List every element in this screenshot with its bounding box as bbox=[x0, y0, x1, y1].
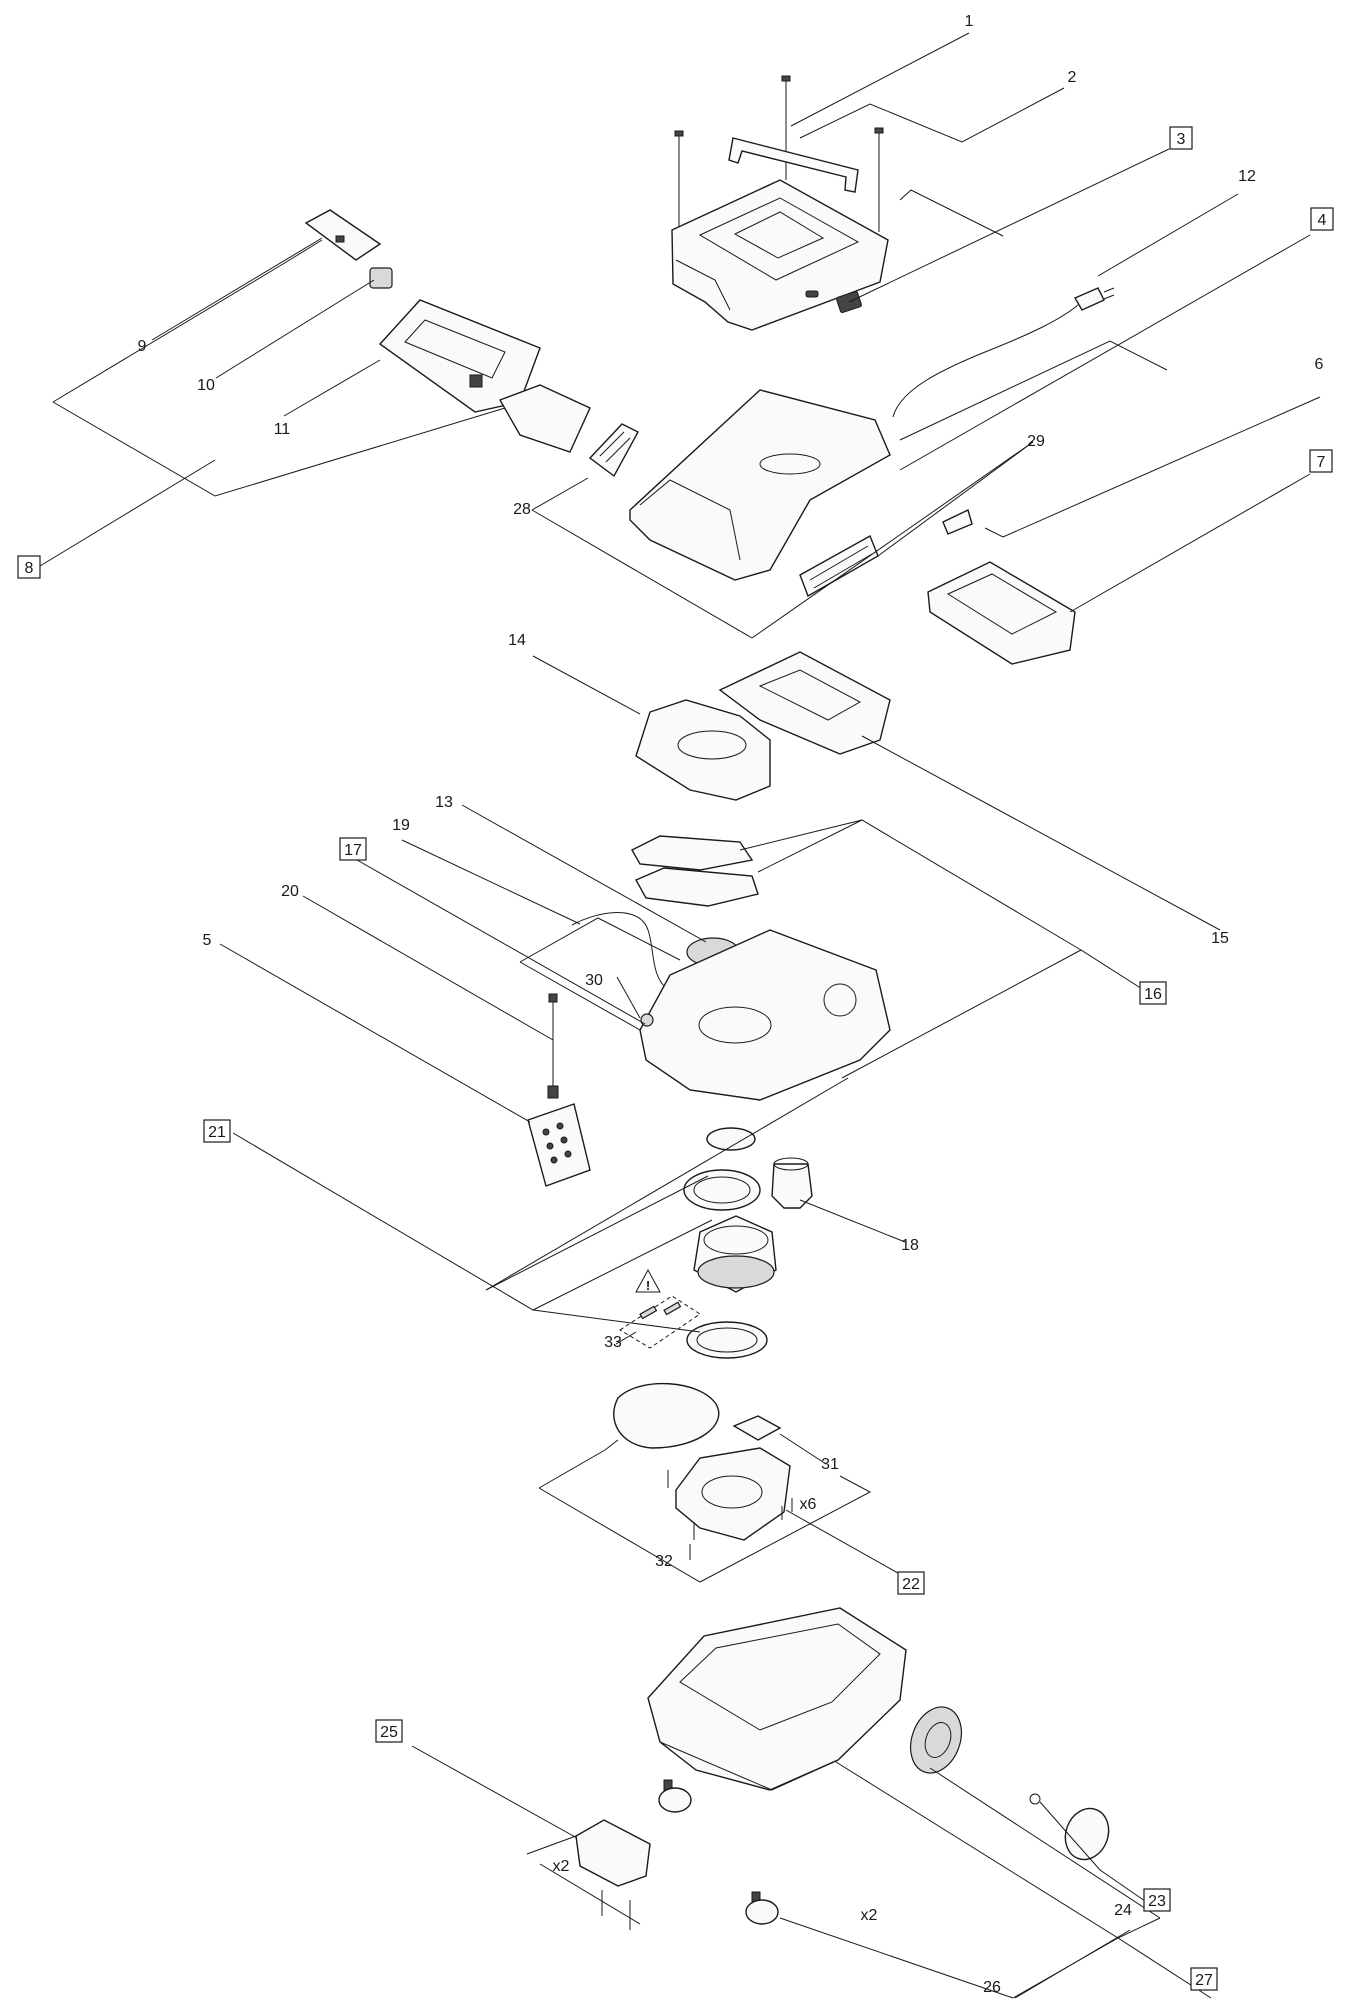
callout-8: 8 bbox=[17, 555, 41, 579]
part-15-electronics-carrier bbox=[718, 651, 891, 755]
part-21-seal-ring-upper bbox=[683, 1169, 761, 1211]
callout-3: 3 bbox=[1169, 126, 1193, 150]
callout-15: 15 bbox=[1211, 930, 1229, 947]
svg-text:22: 22 bbox=[902, 1576, 920, 1593]
part-2-top-bracket bbox=[728, 137, 859, 193]
callout-1: 1 bbox=[965, 13, 974, 30]
callout-29: 29 bbox=[1027, 433, 1045, 450]
callout-2: 2 bbox=[1068, 69, 1077, 86]
svg-text:8: 8 bbox=[25, 560, 34, 577]
callout-12: 12 bbox=[1238, 168, 1256, 185]
part-31-gasket bbox=[732, 1415, 782, 1441]
part-26-castor-2 bbox=[745, 1891, 779, 1925]
part-9-switch-label bbox=[304, 209, 382, 261]
callout-labels: 1 2 12 6 9 10 11 29 28 14 13 19 15 20 5 … bbox=[17, 13, 1334, 1996]
part-29-side-grille bbox=[799, 535, 879, 598]
svg-text:27: 27 bbox=[1195, 1972, 1213, 1989]
part-25-bracket bbox=[575, 1819, 651, 1930]
quantity-x2-castors: x2 bbox=[861, 1907, 878, 1924]
part-22-base-plate bbox=[667, 1447, 793, 1560]
part-23-wheel-clip bbox=[1029, 1793, 1041, 1805]
callout-7: 7 bbox=[1309, 449, 1333, 473]
part-17-base-housing bbox=[639, 929, 891, 1101]
quantity-x6: x6 bbox=[800, 1496, 817, 1513]
part-21-seal-ring-lower bbox=[686, 1321, 768, 1359]
callout-27: 27 bbox=[1190, 1967, 1218, 1991]
part-32-gasket bbox=[613, 1382, 720, 1449]
part-12-power-cord bbox=[892, 287, 1115, 418]
leader-lines bbox=[39, 32, 1321, 1999]
part-23-hubcap bbox=[1064, 1807, 1110, 1861]
callout-32: 32 bbox=[655, 1553, 673, 1570]
part-1-long-screws bbox=[674, 75, 884, 235]
part-7-filter-frame bbox=[927, 561, 1076, 665]
part-16-gasket-upper bbox=[631, 835, 754, 871]
callout-28: 28 bbox=[513, 501, 531, 518]
part-19-cable bbox=[571, 912, 669, 991]
callout-14: 14 bbox=[508, 632, 526, 649]
part-26-castor-1 bbox=[658, 1779, 692, 1813]
part-30-component bbox=[640, 1013, 654, 1027]
part-10-switch bbox=[369, 267, 393, 289]
callout-18: 18 bbox=[901, 1237, 919, 1254]
part-33-warning-kit: ! bbox=[619, 1268, 701, 1349]
part-6-clip bbox=[942, 509, 973, 535]
part-8-electronics-board bbox=[498, 384, 591, 453]
callout-10: 10 bbox=[197, 377, 215, 394]
callout-26: 26 bbox=[983, 1979, 1001, 1996]
svg-text:16: 16 bbox=[1144, 986, 1162, 1003]
callout-31: 31 bbox=[821, 1456, 839, 1473]
part-28-filter-grille bbox=[588, 423, 639, 478]
callout-24: 24 bbox=[1114, 1902, 1132, 1919]
part-16-gasket-lower bbox=[635, 867, 759, 907]
callout-20: 20 bbox=[281, 883, 299, 900]
quantity-x2-bracket-screws: x2 bbox=[553, 1858, 570, 1875]
part-23-wheel bbox=[910, 1706, 962, 1774]
part-27-container bbox=[647, 1607, 907, 1791]
svg-text:17: 17 bbox=[344, 842, 362, 859]
callout-22: 22 bbox=[897, 1571, 925, 1595]
svg-text:!: ! bbox=[646, 1278, 650, 1293]
callout-30: 30 bbox=[585, 972, 603, 989]
callout-23: 23 bbox=[1143, 1888, 1171, 1912]
callout-9: 9 bbox=[138, 338, 147, 355]
callout-25: 25 bbox=[375, 1719, 403, 1743]
callout-5: 5 bbox=[203, 932, 212, 949]
callout-19: 19 bbox=[392, 817, 410, 834]
callout-17: 17 bbox=[339, 837, 367, 861]
part-5-filter-block bbox=[527, 1103, 591, 1187]
part-14-motor-housing bbox=[635, 699, 771, 801]
callout-16: 16 bbox=[1139, 981, 1167, 1005]
part-11-control-panel bbox=[378, 299, 541, 413]
callout-21: 21 bbox=[203, 1119, 231, 1143]
svg-text:3: 3 bbox=[1177, 131, 1186, 148]
callout-6: 6 bbox=[1315, 356, 1324, 373]
svg-text:21: 21 bbox=[208, 1124, 226, 1141]
part-21-motor-flange bbox=[706, 1127, 756, 1151]
part-18-motor-cap bbox=[771, 1157, 813, 1209]
part-3-top-cover bbox=[671, 179, 889, 331]
callout-33: 33 bbox=[604, 1334, 622, 1351]
part-21-motor bbox=[693, 1215, 777, 1293]
callout-4: 4 bbox=[1310, 207, 1334, 231]
part-20-harness bbox=[547, 993, 559, 1099]
callout-13: 13 bbox=[435, 794, 453, 811]
part-4-upper-housing bbox=[629, 389, 891, 581]
svg-text:4: 4 bbox=[1318, 212, 1327, 229]
callout-11: 11 bbox=[274, 421, 291, 438]
svg-text:7: 7 bbox=[1317, 454, 1326, 471]
svg-text:25: 25 bbox=[380, 1724, 398, 1741]
svg-text:23: 23 bbox=[1148, 1893, 1166, 1910]
